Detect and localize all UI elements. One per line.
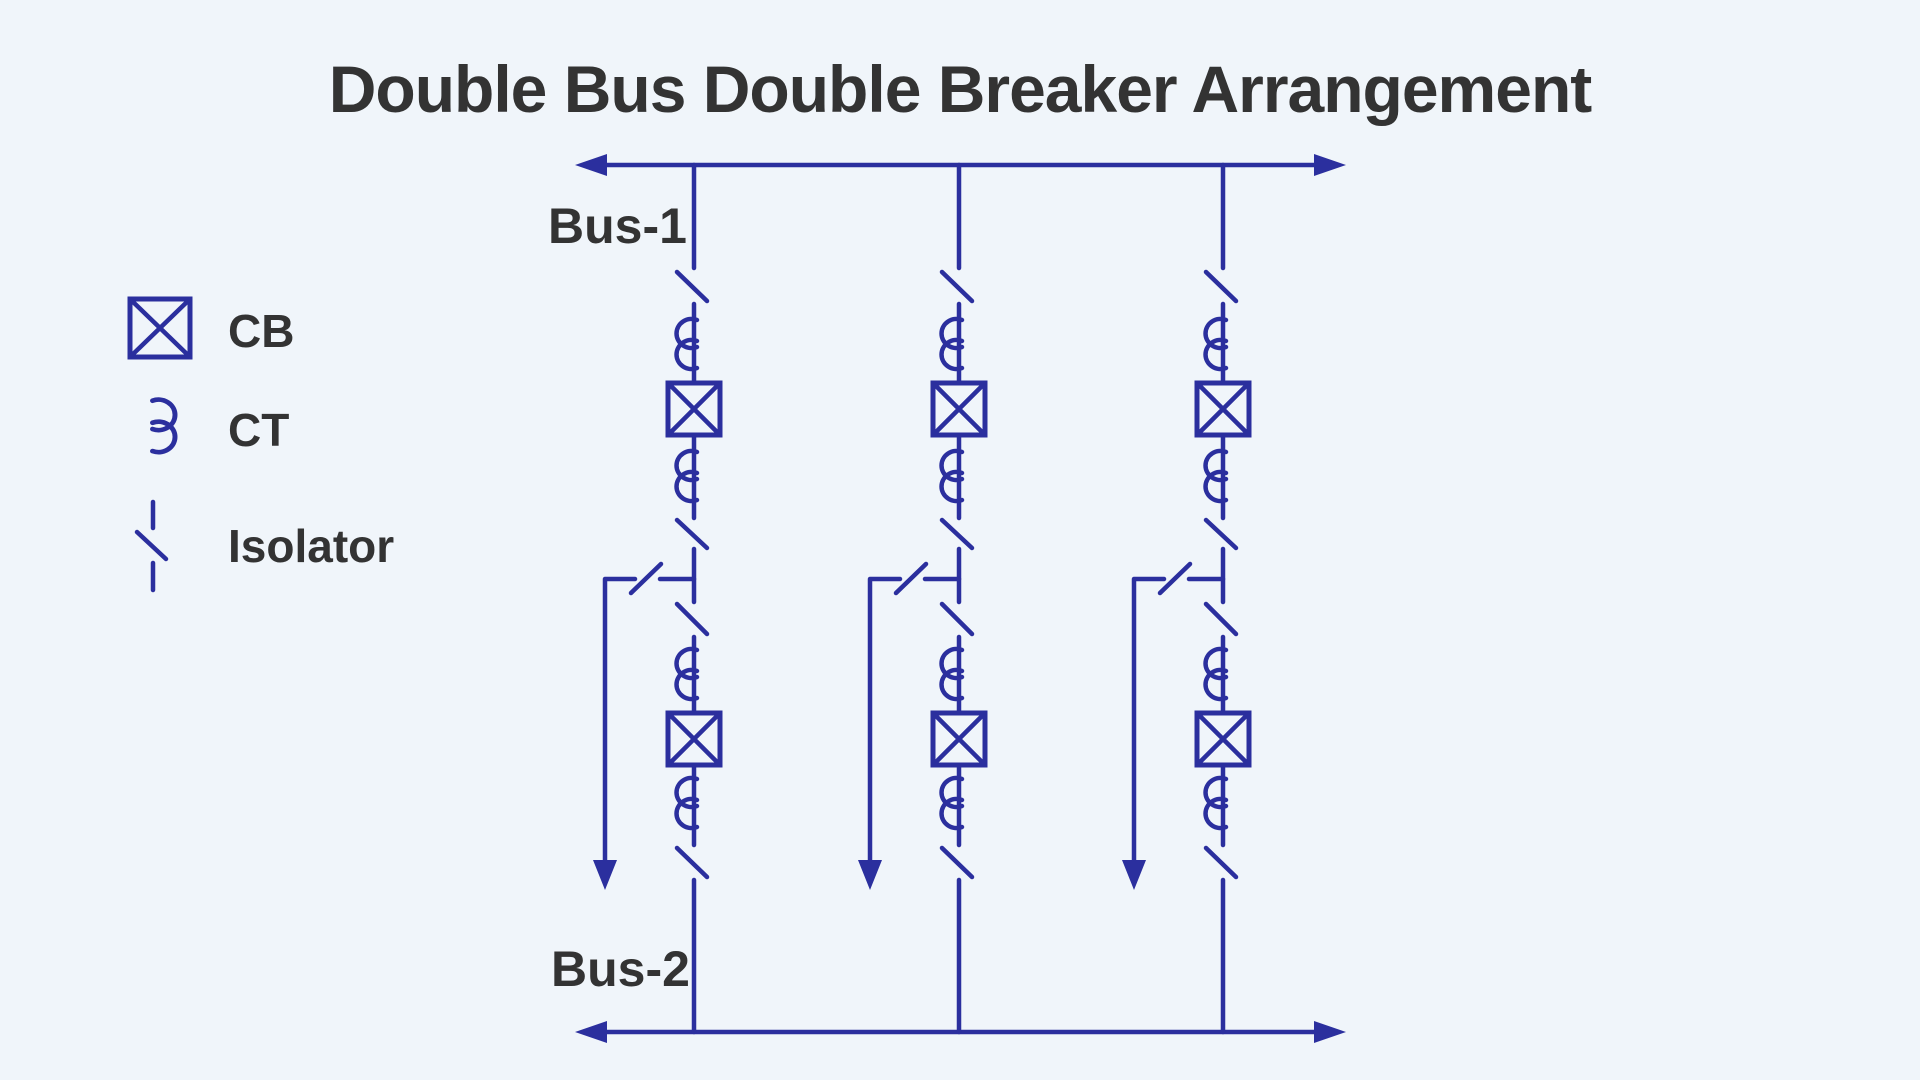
feeder-bay-2 — [858, 165, 985, 1032]
legend-item-ct: CT — [150, 397, 289, 456]
bus1-label: Bus-1 — [548, 198, 687, 254]
cb-icon — [127, 296, 193, 360]
bus-2: Bus-2 — [551, 941, 1346, 1043]
bus2-label: Bus-2 — [551, 941, 690, 997]
bus-2-right-arrow-icon — [1314, 1021, 1346, 1043]
legend-item-cb: CB — [127, 296, 294, 360]
legend: CB CT Isolator — [127, 296, 394, 593]
bus-1: Bus-1 — [548, 154, 1346, 254]
isolator-icon — [134, 499, 169, 593]
bus-1-left-arrow-icon — [575, 154, 607, 176]
bus-1-right-arrow-icon — [1314, 154, 1346, 176]
feeder-bay-1 — [593, 165, 720, 1032]
page-title: Double Bus Double Breaker Arrangement — [329, 52, 1593, 126]
legend-isolator-label: Isolator — [228, 520, 394, 572]
legend-item-isolator: Isolator — [134, 499, 394, 593]
feeder-bay-3 — [1122, 165, 1249, 1032]
ct-icon — [150, 397, 178, 455]
legend-ct-label: CT — [228, 404, 289, 456]
bus-2-left-arrow-icon — [575, 1021, 607, 1043]
legend-cb-label: CB — [228, 305, 294, 357]
